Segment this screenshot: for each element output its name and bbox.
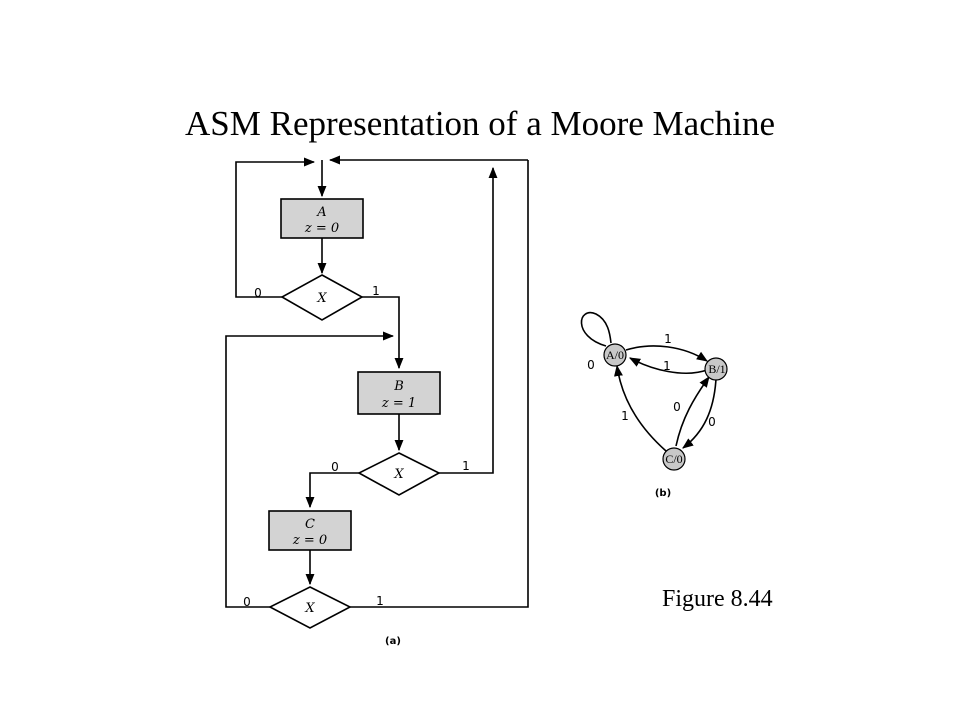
decision-3-true-label: 1 [376, 594, 384, 608]
graph-sublabel: (b) [655, 488, 671, 499]
decision-2-cond: X [393, 467, 404, 482]
graph-node-c [662, 447, 686, 471]
slide-title: ASM Representation of a Moore Machine [185, 104, 775, 143]
figure-caption: Figure 8.44 [662, 586, 773, 612]
graph-edge-a-to-b [625, 345, 708, 362]
asm-d1-to-b [362, 296, 404, 370]
asm-d3-to-a [350, 160, 529, 608]
asm-loop-c-to-b [225, 331, 395, 608]
state-b-output: z = 1 [381, 396, 416, 411]
graph-label-c-to-a: 1 [621, 409, 629, 423]
graph-edge-c-to-b [675, 376, 710, 447]
state-c-name: C [305, 517, 315, 532]
graph-label-c-to-b: 0 [673, 400, 681, 414]
graph-label-a-to-b: 1 [664, 332, 672, 346]
state-a-name: A [316, 205, 326, 220]
state-c-output: z = 0 [292, 533, 327, 548]
graph-node-c-label: C/0 [665, 452, 682, 466]
graph-node-b [704, 357, 728, 381]
decision-3 [268, 586, 352, 629]
asm-d2-to-a [439, 166, 498, 474]
graph-label-b-to-c: 0 [708, 415, 716, 429]
decision-2-true-label: 1 [462, 459, 470, 473]
graph-label-b-to-a: 1 [663, 359, 671, 373]
graph-edge-c-to-a [614, 364, 667, 452]
graph-node-a [603, 343, 627, 367]
decision-3-cond: X [304, 601, 315, 616]
decision-2 [357, 452, 441, 496]
state-a-output: z = 0 [304, 221, 339, 236]
state-box-c [268, 510, 352, 551]
state-box-b [357, 371, 441, 415]
graph-edge-a-self [580, 311, 612, 347]
asm-sublabel: (a) [385, 636, 401, 647]
decision-1-cond: X [316, 291, 327, 306]
graph-node-b-label: B/1 [708, 362, 725, 376]
decision-3-false-label: 0 [243, 595, 251, 609]
graph-edge-b-to-a [629, 357, 708, 375]
graph-label-a-self: 0 [587, 358, 595, 372]
state-b-name: B [393, 379, 404, 394]
decision-1-true-label: 1 [372, 284, 380, 298]
asm-chart: A z = 0 X 0 1 B z = 1 X 0 1 [225, 155, 529, 647]
asm-loop-a [235, 157, 316, 298]
graph-edge-b-to-c [682, 378, 717, 449]
decision-1 [280, 274, 364, 321]
asm-d2-to-c [305, 472, 359, 509]
decision-2-false-label: 0 [331, 460, 339, 474]
decision-1-false-label: 0 [254, 286, 262, 300]
graph-node-a-label: A/0 [606, 348, 624, 362]
state-graph: A/0 B/1 C/0 0 1 1 0 0 1 (b) [580, 311, 728, 499]
